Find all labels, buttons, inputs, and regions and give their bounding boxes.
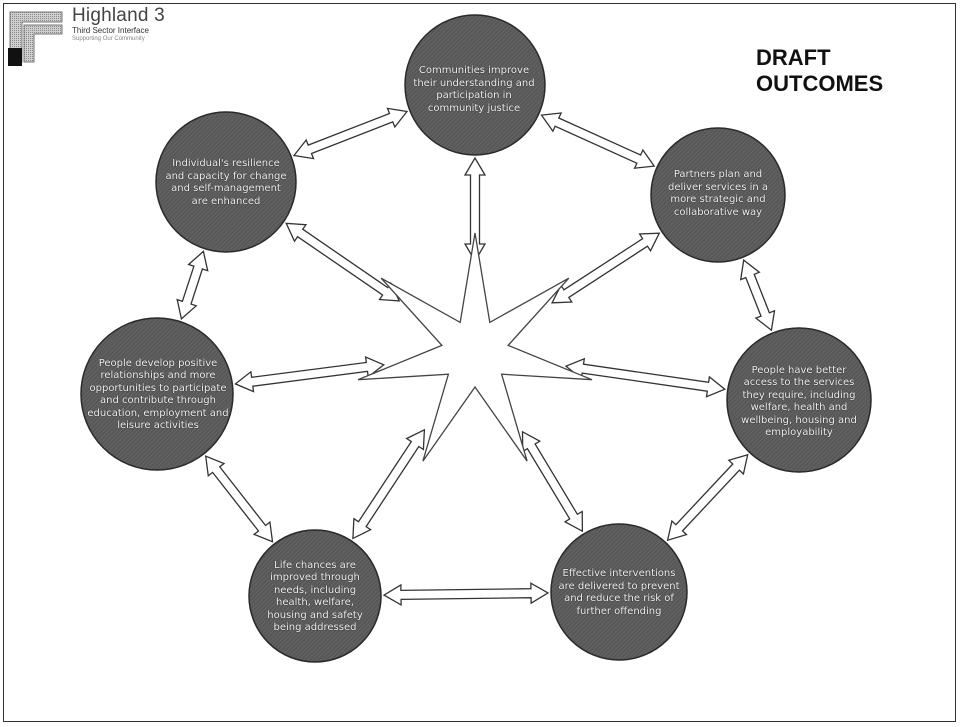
ring-arrow-relationships-to-resilience (176, 250, 209, 321)
outcome-circle-access (726, 327, 872, 473)
logo-name: Highland 3 (72, 5, 165, 26)
spoke-arrow-interventions (521, 430, 584, 533)
title-line-2: OUTCOMES (756, 71, 884, 96)
outcome-circle-life-chances (248, 529, 382, 663)
ring-arrow-partners-to-access (739, 258, 776, 332)
title-line-1: DRAFT (756, 45, 831, 70)
ring-arrow-resilience-to-communities (292, 107, 409, 160)
spoke-arrow-partners (551, 232, 661, 304)
spoke-arrow-resilience (285, 222, 401, 302)
outcome-circle-partners (650, 127, 786, 263)
star-shape (357, 232, 593, 462)
outcome-circle-communities (404, 14, 546, 156)
outcome-circle-relationships (80, 317, 234, 471)
outcome-resilience-text: Individual's resilience and capacity for… (165, 158, 287, 207)
ring-arrow-access-to-interventions (666, 453, 749, 542)
center-star (357, 232, 593, 462)
page-title: DRAFT OUTCOMES (756, 45, 926, 97)
spoke-arrow-communities (463, 156, 487, 263)
spoke-arrow-life-chances (352, 428, 426, 540)
outcome-partners-text: Partners plan and deliver services in a … (667, 169, 769, 218)
ring-arrow-life-chances-to-relationships (204, 455, 274, 543)
logo-icon (6, 6, 66, 66)
logo-block: Highland 3 Third Sector Interface Suppor… (72, 6, 165, 43)
logo-subtitle: Third Sector Interface (72, 26, 149, 35)
outcome-access-text: People have better access to the service… (741, 364, 857, 439)
outcome-communities-text: Communities improve their understanding … (413, 65, 535, 114)
outcome-circles (80, 14, 872, 663)
outcome-relationships-text: People develop positive relationships an… (87, 357, 229, 432)
outcome-life-chances-text: Life chances are improved through needs,… (267, 559, 363, 634)
outcome-circle-resilience (155, 111, 297, 253)
outcome-interventions-text: Effective interventions are delivered to… (558, 568, 680, 617)
arrows-layer (176, 107, 776, 607)
spoke-arrow-access (564, 357, 727, 398)
outcome-circle-interventions (550, 523, 688, 661)
ring-arrow-communities-to-partners (540, 112, 656, 169)
logo-tagline: Supporting Our Community (72, 36, 145, 42)
ring-arrow-interventions-to-life-chances (382, 582, 550, 607)
spoke-arrow-relationships (234, 355, 386, 393)
